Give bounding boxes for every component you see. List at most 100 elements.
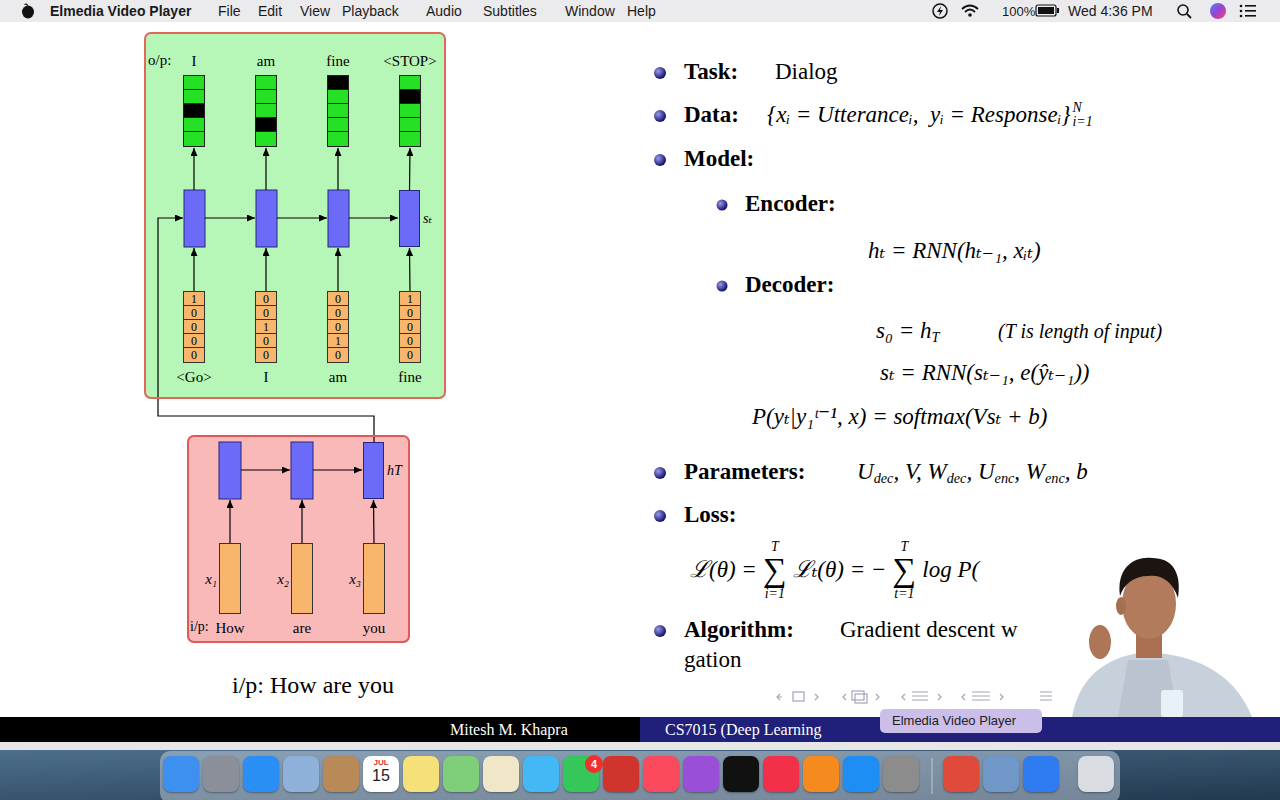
layout-shape [337,248,338,291]
layout-shape [815,694,818,700]
dock-icon [943,756,979,792]
region-box: i/p:hTx₁Howx₂arex₃you [187,435,410,643]
layout-shape [654,67,666,79]
layout-shape [256,190,277,247]
digit: 0 [400,348,420,362]
menu-item: File [218,3,241,20]
output-vector: fine [327,75,349,147]
layout-shape [265,248,266,291]
layout-shape [1240,5,1243,8]
layout-shape [902,694,905,700]
formula-row: P(yₜ|y₁ᵗ⁻¹, x) = softmax(Vsₜ + b) [752,382,1047,452]
formula-text: s₀ = h [876,317,931,345]
app-name: Elmedia Video Player [50,3,191,20]
formula-subscript: dec [874,470,894,487]
formula-row: ℒ(θ) =T∑i=1ℒₜ(θ) = −T∑t=1log P( [690,535,979,605]
menu-item: Audio [426,3,462,20]
formula-text: log P( [922,556,979,584]
layout-shape [654,110,666,122]
word-label: I [192,52,197,70]
calendar-month: JUL [373,758,388,768]
vector-cell [400,118,420,132]
dock-icon [403,756,439,792]
layout-shape [313,469,362,470]
connector-arrow [409,148,411,190]
vector-cell [184,118,204,132]
sum-stack: T∑i=1 [763,540,787,601]
formula-subscript: i=1 [1073,115,1093,129]
bullet-text: Dialog [775,58,838,86]
input-box: x₁How [219,543,241,614]
vector-cell [328,132,348,146]
word-label: are [293,619,311,637]
tooltip-text: Elmedia Video Player [892,713,1016,729]
digit: 0 [328,306,348,320]
layout-shape [328,190,349,247]
vector-cell [400,76,420,90]
layout-shape [0,22,1280,717]
vector-cell [328,90,348,104]
sum-limit: t=1 [894,587,914,601]
bullet-text: gation [684,646,742,674]
bullet-heading: Encoder: [745,190,836,218]
dock-icon [1023,756,1059,792]
output-vector: <STOP> [399,75,421,147]
state-label: hT [387,462,402,479]
formula-subscript: enc [995,470,1015,487]
layout-shape [932,758,933,794]
layout-shape [0,0,1280,22]
digit: 0 [256,334,276,348]
digit: 0 [256,348,276,362]
word-label: fine [326,52,349,70]
layout-shape [1240,15,1243,18]
dock-icon [323,756,359,792]
input-box: x₂are [291,543,313,614]
layout-shape [291,442,313,499]
layout-shape [938,694,941,700]
layout-shape [880,709,1042,733]
word-label: I [264,368,269,386]
dock-icon [483,756,519,792]
layout-shape [1210,3,1226,19]
formula-text: , b [1065,458,1088,486]
digit: 0 [184,320,204,334]
vector-cell [256,76,276,90]
vector-cell [400,104,420,118]
sum-stack: T∑t=1 [893,540,917,601]
sum-sign: ∑ [893,553,917,586]
variable-label: x₁ [205,570,217,588]
layout-shape [187,435,410,643]
sum-sign: ∑ [763,553,787,586]
vector-cell [184,132,204,146]
formula-text: U [857,458,874,486]
formula-row: s₀ = hT [876,296,939,366]
dock-icon [843,756,879,792]
digit: 0 [400,334,420,348]
menu-item: Playback [342,3,399,20]
vector-cell [256,104,276,118]
bullet-heading: Model: [684,145,754,173]
bullet-heading: Data: [684,101,739,129]
layout-shape [1057,8,1059,13]
dock-icon [203,756,239,792]
vector-cell [184,104,204,118]
dock-icon [1078,756,1114,792]
menu-item: Window [565,3,615,20]
formula-row: Udec, V, Wdec, Uenc, Wenc, b [857,437,1088,507]
layout-shape [144,32,446,399]
layout-shape [0,717,640,742]
layout-shape [654,510,666,522]
layout-shape [968,13,972,17]
layout-shape [184,190,349,499]
connector-arrow [409,248,411,291]
footer-text: Mitesh M. Khapra [450,720,568,739]
rnn-cell: hT [363,442,384,499]
formula-row: hₜ = RNN(hₜ₋₁, xᵢₜ) [868,216,1041,286]
vector-cell [256,118,276,132]
word-label: am [257,52,275,70]
digit: 0 [328,292,348,306]
digit: 1 [328,334,348,348]
dock-icon [523,756,559,792]
dock-icon [643,756,679,792]
dock-icon [283,756,319,792]
